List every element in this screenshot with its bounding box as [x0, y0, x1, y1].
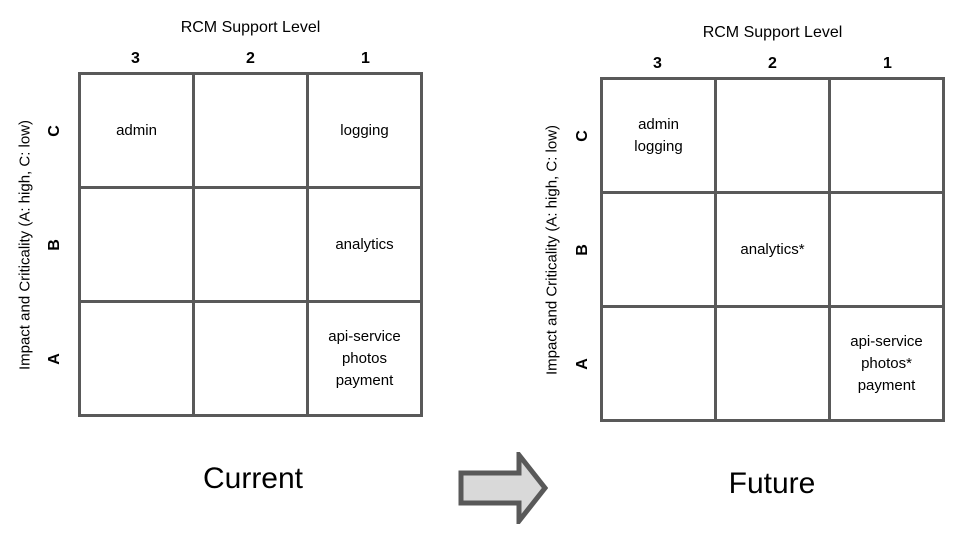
future-row-label-c: C — [574, 130, 591, 142]
future-row-label-a: A — [574, 358, 591, 370]
current-caption: Current — [202, 462, 304, 495]
future-cell-c3: admin logging — [603, 80, 714, 191]
current-col-header-3: 3 — [131, 50, 140, 67]
future-cell-c2 — [717, 80, 828, 191]
current-cell-c3: admin — [81, 75, 192, 186]
current-row-label-a: A — [46, 353, 63, 365]
current-column-headers: 3 2 1 — [78, 50, 423, 68]
future-cell-a3 — [603, 308, 714, 419]
future-cell-b3 — [603, 194, 714, 305]
current-col-header-1: 1 — [361, 50, 370, 67]
current-cell-b1: analytics — [309, 189, 420, 300]
current-cell-a3 — [81, 303, 192, 414]
current-col-header-2: 2 — [246, 50, 255, 67]
future-caption: Future — [728, 467, 816, 500]
future-cell-a2 — [717, 308, 828, 419]
current-cell-c1: logging — [309, 75, 420, 186]
current-row-label-c: C — [46, 125, 63, 137]
future-cell-c1 — [831, 80, 942, 191]
current-x-axis-title: RCM Support Level — [180, 19, 321, 36]
future-col-header-2: 2 — [768, 55, 777, 72]
future-cell-b1 — [831, 194, 942, 305]
current-cell-c2 — [195, 75, 306, 186]
future-cell-a1: api-service photos* payment — [831, 308, 942, 419]
right-block-arrow-shape — [458, 452, 548, 524]
future-x-axis-title: RCM Support Level — [702, 24, 843, 41]
future-row-label-b: B — [574, 244, 591, 256]
current-row-label-b: B — [46, 239, 63, 251]
future-col-header-1: 1 — [883, 55, 892, 72]
future-column-headers: 3 2 1 — [600, 55, 945, 73]
right-block-arrow-icon — [458, 452, 548, 524]
current-y-axis-title: Impact and Criticality (A: high, C: low) — [16, 119, 34, 371]
future-cell-b2: analytics* — [717, 194, 828, 305]
current-cell-b2 — [195, 189, 306, 300]
future-col-header-3: 3 — [653, 55, 662, 72]
current-cell-a1: api-service photos payment — [309, 303, 420, 414]
current-matrix-grid: admin logging analytics api-service phot… — [78, 72, 423, 417]
current-cell-a2 — [195, 303, 306, 414]
current-cell-b3 — [81, 189, 192, 300]
future-y-axis-title: Impact and Criticality (A: high, C: low) — [543, 124, 561, 376]
future-matrix-grid: admin logging analytics* api-service pho… — [600, 77, 945, 422]
